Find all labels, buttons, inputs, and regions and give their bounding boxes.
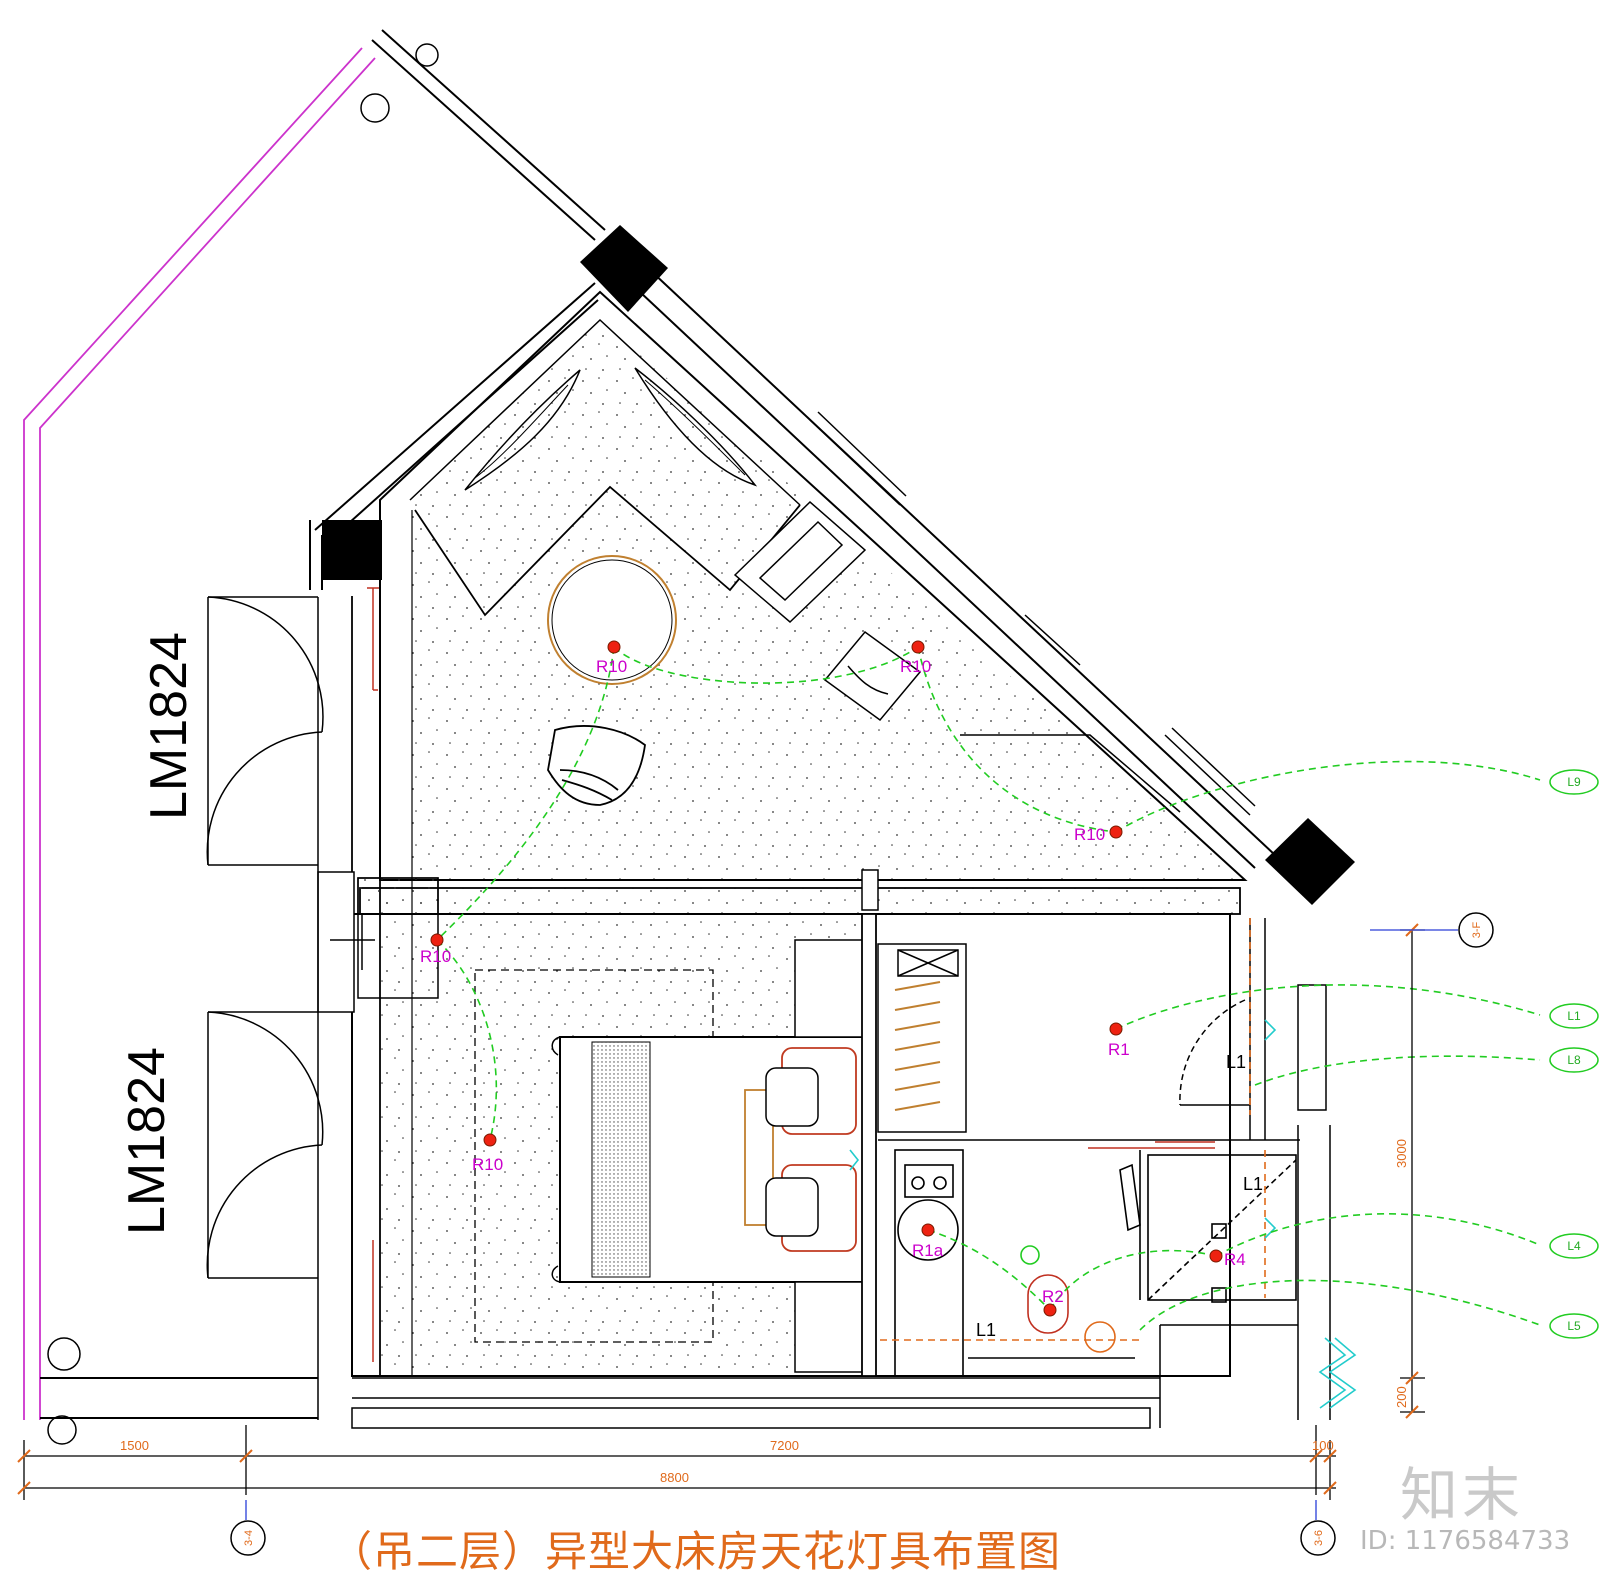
fixture-tag: R10 bbox=[420, 947, 451, 966]
bath-door bbox=[1179, 918, 1331, 1420]
brand-logo: 知末 bbox=[1400, 1461, 1525, 1529]
fixture-tags: R10 R10 R10 R10 R10 R1 R1a R2 R4 bbox=[420, 657, 1246, 1306]
circuit-oval bbox=[1549, 769, 1599, 795]
wardrobe bbox=[877, 943, 967, 1133]
dimension-ticks bbox=[17, 923, 1419, 1495]
dim-value: 100 bbox=[1312, 1438, 1334, 1453]
axis-bubbles bbox=[230, 912, 1494, 1556]
cyan-marks bbox=[849, 1019, 1357, 1409]
door-code: LM1824 bbox=[140, 632, 198, 820]
fixture-tag: R4 bbox=[1224, 1250, 1246, 1269]
switch-tags: L1 L1 L1 bbox=[976, 1052, 1263, 1340]
switch-tag: L1 bbox=[1226, 1052, 1246, 1072]
circuit-oval bbox=[1549, 1003, 1599, 1029]
bathroom bbox=[878, 1139, 1300, 1377]
structural-columns bbox=[322, 225, 1355, 905]
dim-value: 3000 bbox=[1394, 1139, 1409, 1168]
facade-outline bbox=[23, 47, 376, 1420]
dim-value: 8800 bbox=[660, 1470, 689, 1485]
wardrobe-hangers bbox=[894, 981, 941, 1111]
axis-markers bbox=[245, 929, 1458, 1520]
fixture-tag: R10 bbox=[900, 657, 931, 676]
axis-label: 3-4 bbox=[243, 1530, 255, 1546]
circuit-label: L5 bbox=[1567, 1319, 1581, 1333]
circuit-label: L8 bbox=[1567, 1053, 1581, 1067]
bedroom bbox=[351, 510, 1231, 1377]
fixture-tag: R10 bbox=[472, 1155, 503, 1174]
beam bbox=[359, 869, 1241, 915]
drawing-title: （吊二层）异型大床房天花灯具布置图 bbox=[330, 1527, 1062, 1576]
circuit-oval bbox=[1549, 1233, 1599, 1259]
axis-label: 3-6 bbox=[1313, 1530, 1325, 1546]
dim-value: 1500 bbox=[120, 1438, 149, 1453]
dimension-lines bbox=[23, 929, 1425, 1500]
fixture-tag: R2 bbox=[1042, 1287, 1064, 1306]
round-table bbox=[547, 555, 677, 685]
circuit-label: L9 bbox=[1567, 775, 1581, 789]
light-fixtures bbox=[430, 640, 1223, 1317]
lighting-circuits bbox=[436, 646, 1541, 1331]
dim-value: 200 bbox=[1394, 1386, 1409, 1408]
window-bay bbox=[317, 871, 439, 1013]
circuit-oval bbox=[1549, 1047, 1599, 1073]
door-labels: LM1824 LM1824 bbox=[118, 632, 198, 1235]
drain-icon bbox=[47, 43, 439, 1445]
fixture-tag: R1a bbox=[912, 1241, 944, 1260]
fixture-tag: R10 bbox=[596, 657, 627, 676]
circuit-label: L4 bbox=[1567, 1239, 1581, 1253]
image-id: ID: 1176584733 bbox=[1360, 1526, 1571, 1556]
axis-label: 3-F bbox=[1471, 921, 1483, 938]
door-swings bbox=[206, 596, 324, 1420]
curtain-marker bbox=[367, 587, 1215, 1362]
fixture-tag: R10 bbox=[1074, 825, 1105, 844]
dimension-values: 1500 7200 100 8800 3000 200 bbox=[120, 1139, 1409, 1485]
armchair bbox=[547, 725, 646, 806]
fixture-tag: R1 bbox=[1108, 1040, 1130, 1059]
circuit-labels: L9 L1 L8 L4 L5 bbox=[1567, 775, 1581, 1333]
circuit-callouts bbox=[1549, 769, 1599, 1339]
switch-tag: L1 bbox=[1243, 1174, 1263, 1194]
door-code: LM1824 bbox=[118, 1047, 176, 1235]
lower-room-edge bbox=[351, 1324, 1298, 1429]
circuit-label: L1 bbox=[1567, 1009, 1581, 1023]
switch-tag: L1 bbox=[976, 1320, 996, 1340]
tv-cabinet bbox=[733, 500, 1181, 813]
circuit-oval bbox=[1549, 1313, 1599, 1339]
dim-value: 7200 bbox=[770, 1438, 799, 1453]
axis-labels: 3-4 3-6 3-F bbox=[243, 921, 1483, 1545]
orange-partition bbox=[880, 918, 1266, 1341]
window-strip bbox=[809, 411, 1256, 816]
